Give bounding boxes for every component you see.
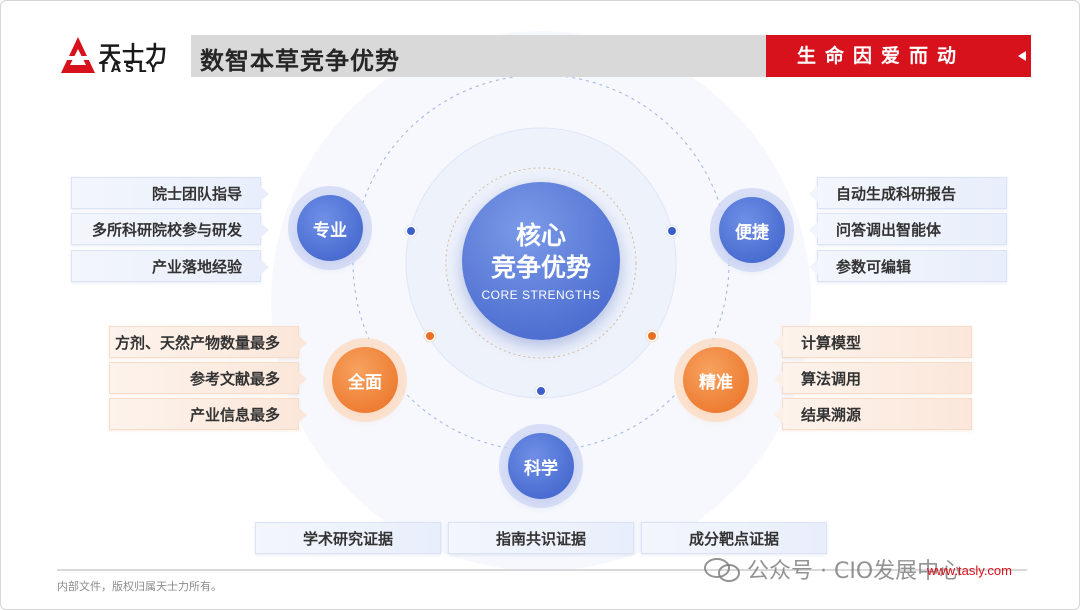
orbit-dot-blue	[407, 227, 415, 235]
quanmian-item: 方剂、天然产物数量最多	[109, 326, 307, 358]
logo-chinese-name: 天士力	[99, 43, 169, 68]
logo-english-name: TASLY	[99, 61, 162, 76]
quanmian-item: 参考文献最多	[109, 362, 307, 394]
core-title-line2: 竞争优势	[490, 253, 591, 282]
zhuanye-item: 院士团队指导	[71, 177, 269, 209]
node-jingzhun: 精准	[683, 347, 749, 413]
quanmian-item: 产业信息最多	[109, 398, 307, 430]
core-english-label: CORE STRENGTHS	[481, 288, 601, 302]
wechat-icon	[704, 558, 740, 582]
jingzhun-item: 算法调用	[774, 362, 972, 394]
page-title: 数智本草竞争优势	[200, 47, 400, 75]
zhuanye-item: 产业落地经验	[71, 250, 269, 282]
bianjie-item: 参数可编辑	[809, 250, 1007, 282]
bianjie-item: 自动生成科研报告	[809, 177, 1007, 209]
node-quanmian: 全面	[332, 347, 398, 413]
title-bar	[191, 35, 771, 77]
kexue-item: 指南共识证据	[448, 522, 634, 554]
footer-copyright: 内部文件，版权归属天士力所有。	[57, 580, 222, 593]
node-bianjie: 便捷	[719, 197, 785, 263]
node-kexue: 科学	[508, 433, 574, 499]
slogan-text: 生命因爱而动	[796, 45, 965, 67]
slogan-bar: 生命因爱而动	[766, 35, 1031, 77]
node-zhuanye: 专业	[297, 195, 363, 261]
logo-triangle-icon	[61, 37, 95, 73]
tasly-logo: 天士力 TASLY	[59, 35, 175, 77]
kexue-item: 学术研究证据	[255, 522, 441, 554]
jingzhun-item: 结果溯源	[774, 398, 972, 430]
kexue-item: 成分靶点证据	[641, 522, 827, 554]
jingzhun-item: 计算模型	[774, 326, 972, 358]
zhuanye-item: 多所科研院校参与研发	[71, 213, 269, 245]
orbit-dot-blue	[668, 227, 676, 235]
orbit-dot-orange	[648, 332, 656, 340]
orbit-dot-blue	[537, 387, 545, 395]
slogan-arrow-icon	[1018, 51, 1026, 61]
core-inner-ring	[445, 167, 637, 359]
orbit-dot-orange	[426, 332, 434, 340]
bianjie-item: 问答调出智能体	[809, 213, 1007, 245]
watermark-text: 公众号 · CIO发展中心	[747, 559, 962, 584]
footer-divider	[57, 569, 1027, 571]
core-strengths-circle: 核心 竞争优势 CORE STRENGTHS	[462, 182, 620, 340]
footer-url[interactable]: www.tasly.com	[927, 563, 1012, 578]
core-title-line1: 核心	[515, 221, 566, 250]
